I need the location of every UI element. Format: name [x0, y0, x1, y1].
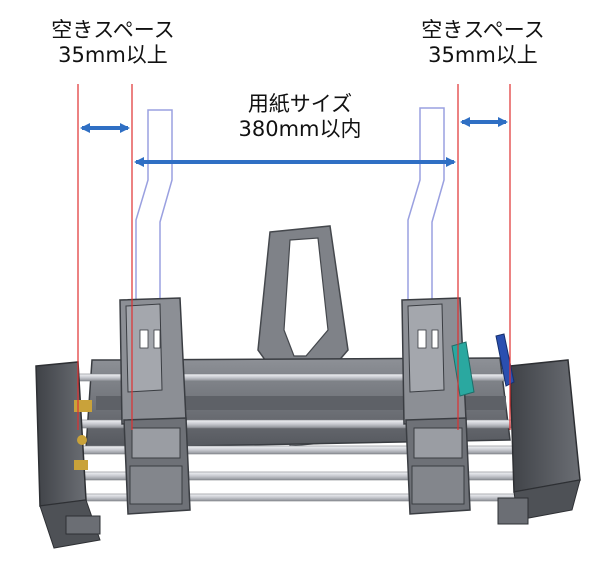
right-paper-guide	[407, 107, 445, 301]
guide-lines	[77, 84, 511, 430]
right-clearance-label: 空きスペース 35mm以上	[408, 18, 558, 68]
left-clearance-label: 空きスペース 35mm以上	[38, 18, 188, 68]
left-clearance-line1: 空きスペース	[51, 18, 175, 42]
left-side-block	[35, 361, 101, 549]
right-clearance-line1: 空きスペース	[421, 18, 545, 42]
paper-size-line1: 用紙サイズ	[247, 92, 353, 116]
right-guide-carriage	[401, 297, 475, 515]
left-guide-carriage	[119, 297, 191, 515]
right-clearance-line2: 35mm以上	[428, 43, 538, 67]
dimension-arrows	[80, 117, 508, 167]
right-side-block	[497, 359, 581, 525]
paper-size-label: 用紙サイズ 380mm以内	[215, 92, 385, 142]
left-clearance-line2: 35mm以上	[58, 43, 168, 67]
paper-size-line2: 380mm以内	[238, 117, 362, 141]
left-paper-guide	[135, 109, 173, 301]
